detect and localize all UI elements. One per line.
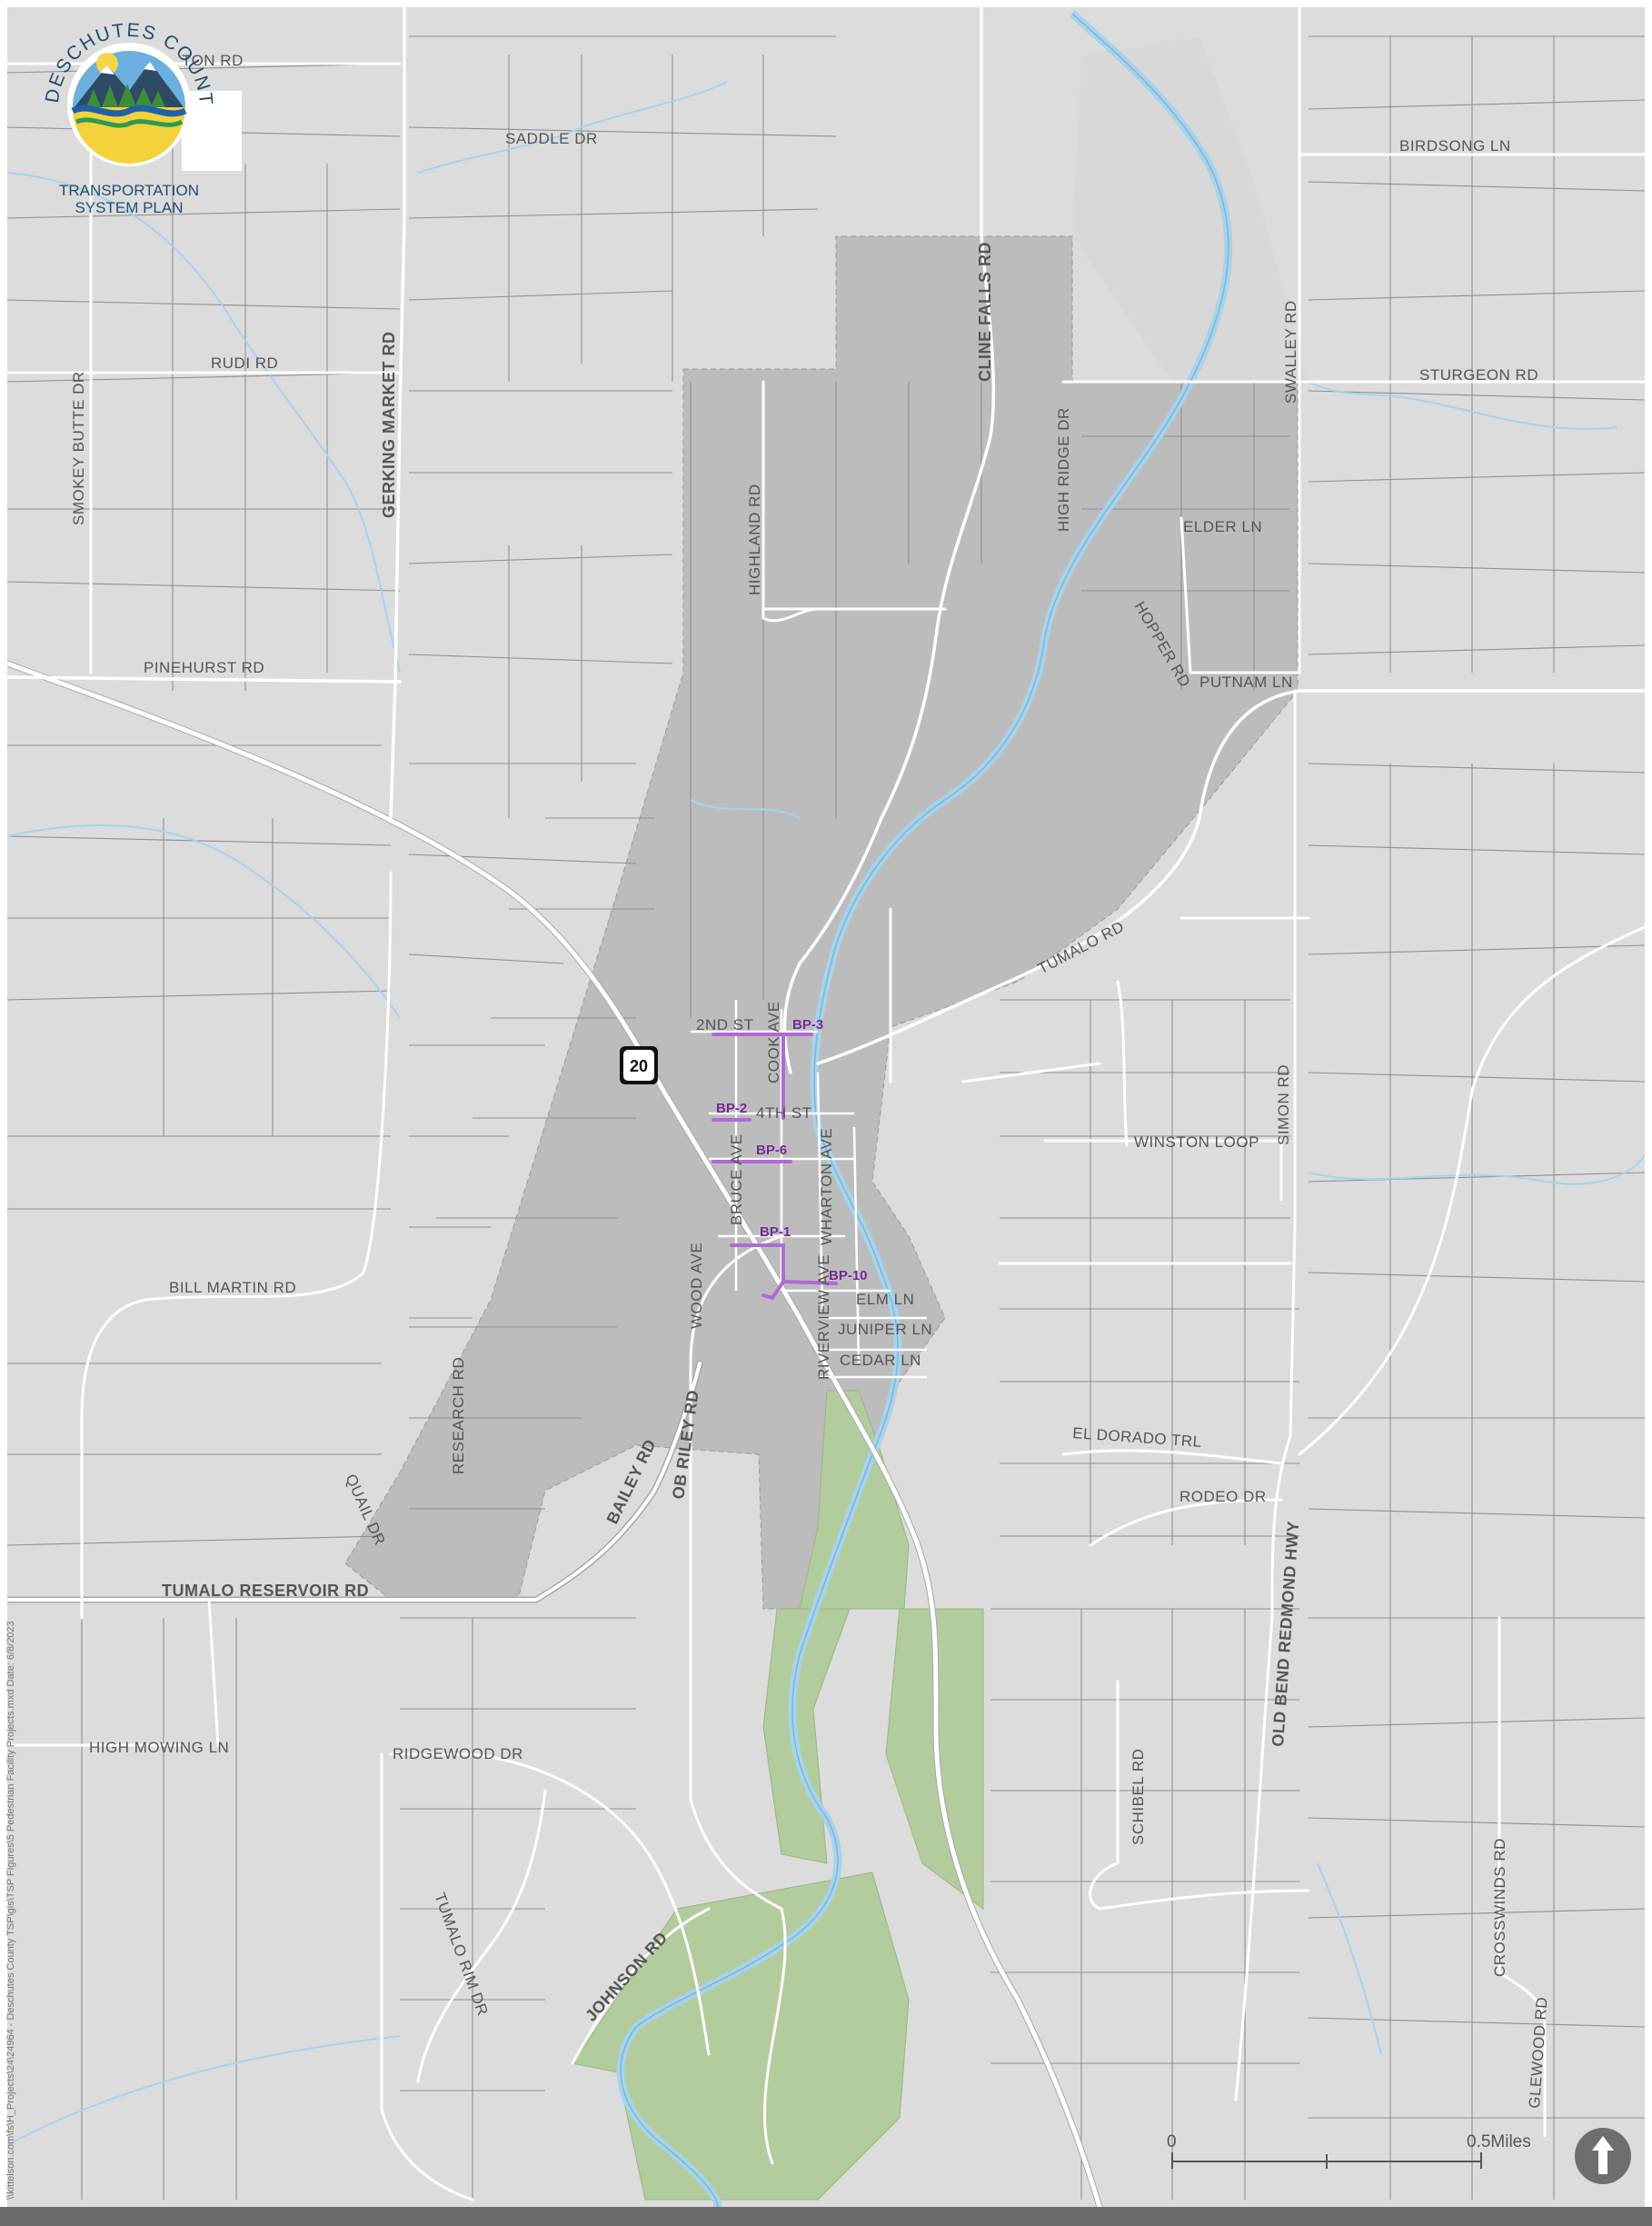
project-line-bp1 (730, 1243, 785, 1283)
label-elm-ln: ELM LN (856, 1291, 914, 1308)
label-bp6: BP-6 (756, 1143, 787, 1158)
label-ton-rd: TON RD (182, 52, 244, 69)
label-elder-ln: ELDER LN (1183, 518, 1262, 535)
label-juniper-ln: JUNIPER LN (838, 1321, 932, 1338)
label-cook-ave: COOK AVE (765, 1001, 782, 1083)
bottom-bar (0, 2207, 1652, 2226)
scale-bar: 0 0.5Miles (1167, 2132, 1531, 2169)
label-bp10: BP-10 (829, 1268, 868, 1283)
map-frame[interactable]: 20 TON RD SADDLE DR BIRDSONG LN CLINE FA… (7, 7, 1645, 2207)
parcel-lines (7, 35, 1645, 2200)
label-rudi-rd: RUDI RD (211, 354, 278, 372)
label-cedar-ln: CEDAR LN (840, 1352, 921, 1369)
label-wood-ave: WOOD AVE (688, 1243, 705, 1329)
file-path-note: \\kittelson.com\fs\H_Projects\24\24964 -… (5, 1621, 16, 2200)
label-bp3: BP-3 (792, 1017, 823, 1033)
label-riverview-ave: RIVERVIEW AVE (815, 1254, 832, 1380)
river-corridor (1072, 36, 1309, 382)
north-arrow-icon (1575, 2128, 1631, 2184)
label-4th-st: 4TH ST (756, 1104, 812, 1122)
label-swalley-rd: SWALLEY RD (1282, 300, 1299, 404)
logo-emblem-icon (71, 51, 187, 164)
urban-area-polygon (344, 235, 1299, 1610)
label-pinehurst-rd: PINEHURST RD (144, 659, 264, 676)
us-20-shield: 20 (620, 1046, 658, 1084)
label-research-rd: RESEARCH RD (450, 1357, 467, 1474)
label-2nd-st: 2ND ST (696, 1016, 753, 1033)
project-lines (712, 1033, 838, 1301)
label-rodeo-dr: RODEO DR (1179, 1488, 1267, 1505)
park-area-central (762, 1608, 851, 1864)
label-wharton-ave: WHARTON AVE (818, 1128, 835, 1245)
scale-bar-end: 0.5Miles (1467, 2132, 1531, 2151)
label-high-mowing-ln: HIGH MOWING LN (89, 1739, 229, 1756)
label-cline-falls-rd: CLINE FALLS RD (976, 242, 994, 382)
logo-subtitle: TRANSPORTATION SYSTEM PLAN (56, 182, 202, 216)
us-20-shield-label: 20 (630, 1057, 648, 1075)
logo-white-box (182, 91, 242, 171)
scale-bar-start: 0 (1167, 2132, 1177, 2151)
label-crosswinds-rd: CROSSWINDS RD (1491, 1838, 1508, 1977)
label-simon-rd: SIMON RD (1275, 1064, 1292, 1145)
label-smokey-butte-dr: SMOKEY BUTTE DR (70, 371, 87, 525)
label-winston-loop: WINSTON LOOP (1134, 1133, 1259, 1151)
label-bp1: BP-1 (760, 1224, 791, 1240)
project-labels: BP-3 BP-2 BP-6 BP-1 BP-10 (716, 1017, 868, 1284)
streams (7, 81, 1645, 2146)
project-line-bp3 (712, 1033, 813, 1120)
river-outline (620, 13, 1229, 2207)
map-canvas[interactable]: 20 TON RD SADDLE DR BIRDSONG LN CLINE FA… (7, 7, 1645, 2207)
project-line-bp10 (761, 1280, 838, 1301)
label-ridgewood-dr: RIDGEWOOD DR (393, 1745, 523, 1762)
label-gerking-market-rd: GERKING MARKET RD (380, 332, 398, 519)
label-putnam-ln: PUTNAM LN (1199, 674, 1293, 691)
label-sturgeon-rd: STURGEON RD (1419, 366, 1538, 384)
label-tumalo-reservoir-rd: TUMALO RESERVOIR RD (162, 1582, 369, 1600)
roads (7, 7, 1645, 2207)
logo-subtitle-line1: TRANSPORTATION (59, 182, 199, 199)
label-bruce-ave: BRUCE AVE (728, 1133, 745, 1225)
label-bp2: BP-2 (716, 1101, 747, 1116)
logo: DESCHUTES COUNTY (7, 7, 242, 171)
logo-subtitle-line2: SYSTEM PLAN (75, 199, 184, 216)
label-high-ridge-dr: HIGH RIDGE DR (1055, 407, 1072, 532)
label-saddle-dr: SADDLE DR (505, 130, 598, 147)
label-schibel-rd: SCHIBEL RD (1130, 1749, 1147, 1845)
park-area-south (572, 1872, 910, 2201)
label-highland-rd: HIGHLAND RD (746, 484, 763, 595)
label-birdsong-ln: BIRDSONG LN (1399, 137, 1511, 155)
label-bill-martin-rd: BILL MARTIN RD (169, 1279, 296, 1296)
